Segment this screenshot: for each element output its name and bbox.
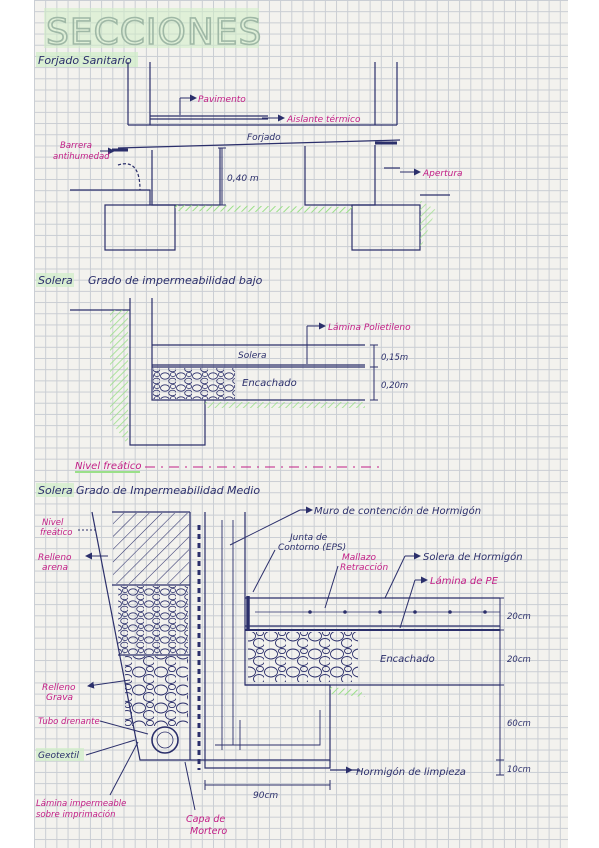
medio-dim-60: 60cm [507,719,531,729]
geotextil-highlight [36,748,84,761]
solera-bajo-label-solera: Solera [238,351,266,361]
forjado-label-forjado: Forjado [247,133,281,143]
medio-label-encachado: Encachado [380,654,435,665]
grid-paper [34,0,568,848]
solera-bajo-heading: Solera [38,274,73,287]
medio-label-hormigon-limpieza: Hormigón de limpieza [356,766,466,778]
solera-bajo-dim-solera: 0,15m [381,353,408,363]
medio-label-geotextil: Geotextil [38,751,79,761]
solera-medio-drawing [91,511,500,771]
medio-label-lamina-pe: Lámina de PE [430,575,499,587]
medio-dim-90: 90cm [253,791,278,801]
forjado-drawing [70,62,450,251]
encachado-stones [153,368,235,399]
medio-label-relleno-grava: Relleno Grava [42,683,78,703]
medio-label-junta: Junta de Contorno (EPS) [278,533,346,553]
forjado-label-aislante: Aislante térmico [286,114,361,125]
solera-bajo-heading-highlight [36,273,74,287]
solera-bajo-label-encachado: Encachado [242,378,297,389]
solera-bajo-dim-encachado: 0,20m [381,381,408,391]
medio-label-lamina-impermeable: Lámina impermeable sobre imprimación [36,799,129,820]
medio-dim-10: 10cm [507,765,531,775]
terreno-hatch-right [420,200,436,250]
forjado-label-altura: 0,40 m [227,174,259,184]
medio-label-tubo: Tubo drenante [38,717,100,727]
medio-label-mallazo: Mallazo Retracción [340,553,388,573]
forjado-heading: Forjado Sanitario [38,54,132,67]
medio-label-nivel-freatico: Nivel freático [40,518,73,538]
terreno-hatch [175,205,352,213]
encachado-medio-stones [248,632,358,682]
medio-dim-20b: 20cm [507,655,531,665]
title-highlight [44,8,259,48]
terreno-solera-bajo [110,310,128,445]
solera-bajo-heading-rest: Grado de impermeabilidad bajo [88,274,263,287]
tubo-drenante [151,726,179,754]
mallazo-dots [308,610,487,614]
forjado-heading-highlight [36,52,138,67]
relleno-gravel [118,586,188,654]
forjado-label-apertura: Apertura [422,169,463,179]
solera-medio-heading-rest: Grado de Impermeabilidad Medio [76,484,260,497]
medio-label-capa-mortero: Capa de Mortero [186,814,228,837]
solera-bajo-label-nivel-freatico: Nivel freático [75,460,142,472]
relleno-arena-hatch [113,513,189,584]
solera-bajo-drawing [70,298,365,446]
medio-label-muro: Muro de contención de Hormigón [314,505,481,517]
forjado-label-pavimento: Pavimento [198,95,246,105]
solera-medio-heading: Solera [38,484,73,497]
solera-medio-heading-highlight [36,483,74,497]
medio-label-solera-hormigon: Solera de Hormigón [423,551,523,563]
relleno-grava-stones [125,656,188,726]
medio-label-relleno-arena: Relleno arena [38,553,74,573]
medio-dim-20a: 20cm [507,612,531,622]
solera-bajo-label-lamina: Lámina Polietileno [328,323,411,333]
page-title: SECCIONES [46,12,262,53]
forjado-label-barrera: Barrera antihumedad [53,141,110,162]
